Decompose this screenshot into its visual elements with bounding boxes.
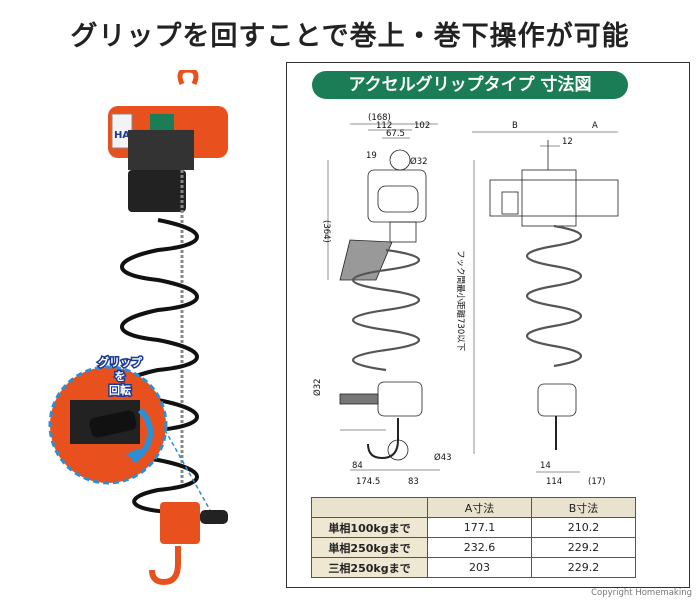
header-blank xyxy=(311,497,428,518)
cell-a: 232.6 xyxy=(427,537,532,558)
header-a: A寸法 xyxy=(427,497,532,518)
body-label: HA xyxy=(114,130,130,141)
dim-phi32-top: Ø32 xyxy=(410,156,428,167)
headline: グリップを回すことで巻上・巻下操作が可能 xyxy=(70,21,630,52)
coiled-cord xyxy=(120,218,199,514)
dim-84: 84 xyxy=(352,461,363,471)
drawing-title: アクセルグリップタイプ 寸法図 xyxy=(312,71,628,99)
callout-rotate: 回転 xyxy=(109,383,131,397)
dim-168: (168) xyxy=(368,113,391,123)
dim-B: B xyxy=(512,121,518,131)
hoist-photo: HA グリップ を 回転 xyxy=(48,70,228,586)
callout-wo: を xyxy=(115,370,126,383)
header-b: B寸法 xyxy=(531,497,636,518)
callout-grip: グリップ xyxy=(98,355,143,369)
dim-19: 19 xyxy=(366,151,377,161)
dim-67-5: 67.5 xyxy=(386,129,405,139)
dimension-drawing: (168) 112 102 67.5 19 Ø32 (364) Ø32 84 1… xyxy=(312,113,619,487)
bottom-hook xyxy=(149,546,181,586)
dim-112: 112 xyxy=(376,121,392,131)
copyright: Copyright Homemaking xyxy=(591,588,692,598)
dim-102: 102 xyxy=(414,121,430,131)
row-label: 三相250kgまで xyxy=(311,557,428,578)
dim-phi43: Ø43 xyxy=(434,452,452,463)
table-row: 三相250kgまで 203 229.2 xyxy=(311,557,636,578)
cell-b: 210.2 xyxy=(531,517,636,538)
row-label: 単相100kgまで xyxy=(311,517,428,538)
cell-a: 177.1 xyxy=(427,517,532,538)
dim-12: 12 xyxy=(562,137,573,147)
row-label: 単相250kgまで xyxy=(311,537,428,558)
dim-364: (364) xyxy=(321,220,331,243)
dim-A: A xyxy=(592,121,598,131)
dim-17: (17) xyxy=(588,477,605,487)
cell-b: 229.2 xyxy=(531,537,636,558)
dim-174-5: 174.5 xyxy=(356,477,380,487)
dim-phi32-side: Ø32 xyxy=(312,378,323,396)
spec-table-header: A寸法 B寸法 xyxy=(311,497,636,518)
dim-14: 14 xyxy=(540,461,551,471)
table-row: 単相100kgまで 177.1 210.2 xyxy=(311,517,636,538)
cell-b: 229.2 xyxy=(531,557,636,578)
hook-distance-note: フック間最小距離730以下 xyxy=(455,250,466,352)
spec-table: A寸法 B寸法 単相100kgまで 177.1 210.2 単相250kgまで … xyxy=(311,497,636,578)
chain-bag xyxy=(128,170,186,212)
grip-block xyxy=(160,502,200,544)
dim-83: 83 xyxy=(408,477,419,487)
cell-a: 203 xyxy=(427,557,532,578)
dim-114: 114 xyxy=(546,477,562,487)
table-row: 単相250kgまで 232.6 229.2 xyxy=(311,537,636,558)
top-hook xyxy=(177,70,199,85)
